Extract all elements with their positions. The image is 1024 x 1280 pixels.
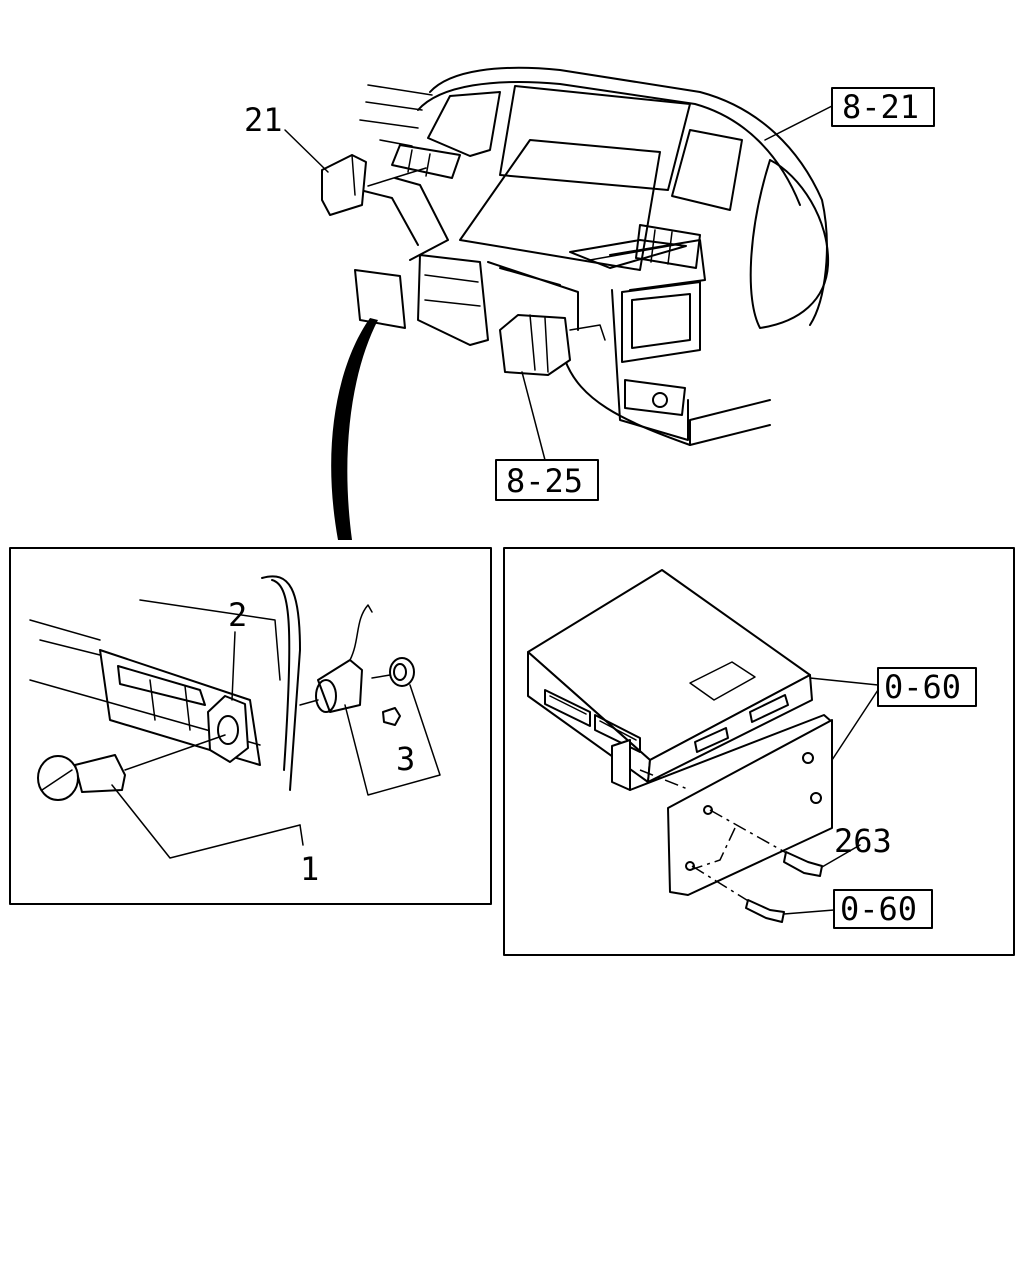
callout-2: 2 xyxy=(228,596,247,634)
ref-box-0-60-bottom xyxy=(833,889,933,929)
ref-8-25-label: 8-25 xyxy=(506,462,583,500)
instrument-panel-drawing xyxy=(321,66,830,540)
control-unit-drawing xyxy=(527,569,833,923)
callout-arrow xyxy=(331,318,378,540)
callout-1: 1 xyxy=(300,850,319,888)
callout-263: 263 xyxy=(834,822,892,860)
callout-3: 3 xyxy=(396,740,415,778)
ref-0-60-top-label: 0-60 xyxy=(884,668,961,706)
callout-21: 21 xyxy=(244,101,283,139)
ref-0-60-bottom-label: 0-60 xyxy=(840,890,917,928)
inset-left-frame xyxy=(9,547,492,905)
ref-8-21-label: 8-21 xyxy=(842,88,919,126)
cigar-lighter-drawing xyxy=(29,575,415,801)
ref-box-0-60-top xyxy=(877,667,977,707)
inset-right-frame xyxy=(503,547,1015,956)
ref-box-8-25 xyxy=(495,459,599,501)
ref-box-8-21 xyxy=(831,87,935,127)
